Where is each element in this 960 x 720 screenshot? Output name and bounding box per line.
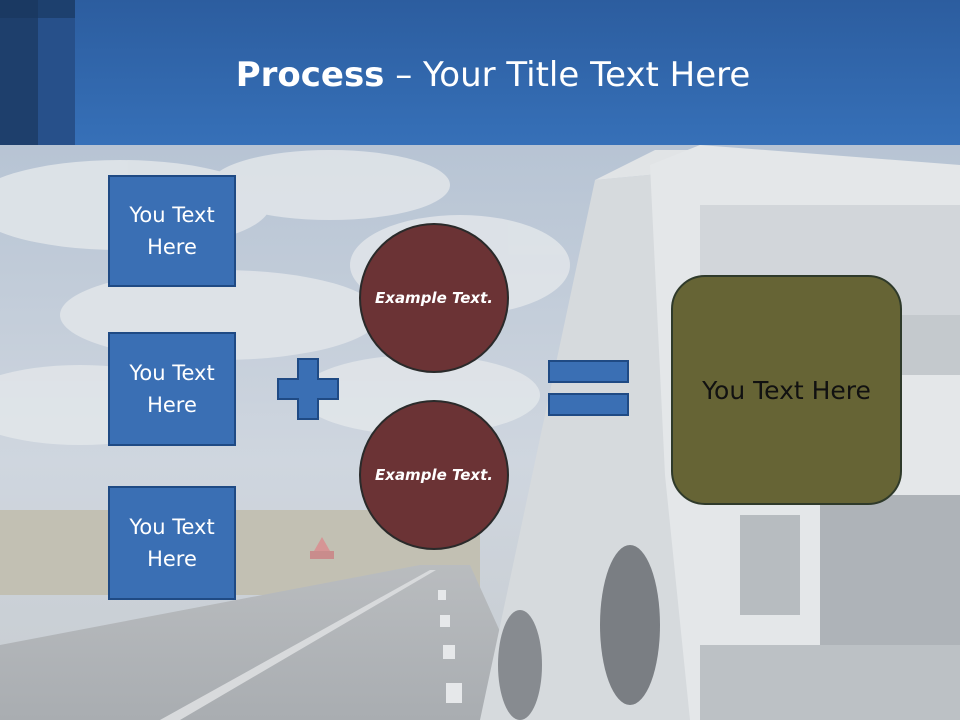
slide-title[interactable]: Process – Your Title Text Here <box>0 50 960 100</box>
example-circle-1[interactable]: Example Text. <box>359 223 509 373</box>
header-band: Process – Your Title Text Here <box>0 0 960 145</box>
header-accent-stripe <box>0 0 38 145</box>
header-accent-stripe <box>0 0 75 18</box>
example-circle-2[interactable]: Example Text. <box>359 400 509 550</box>
slide-title-bold: Process <box>235 55 385 95</box>
text-box-1[interactable]: You Text Here <box>108 175 236 287</box>
equals-icon[interactable] <box>548 360 629 416</box>
text-box-2[interactable]: You Text Here <box>108 332 236 446</box>
text-box-3[interactable]: You Text Here <box>108 486 236 600</box>
result-box[interactable]: You Text Here <box>671 275 902 505</box>
plus-icon[interactable] <box>276 357 340 421</box>
slide-title-rest: – Your Title Text Here <box>384 55 751 95</box>
header-accent-stripe <box>38 0 75 145</box>
